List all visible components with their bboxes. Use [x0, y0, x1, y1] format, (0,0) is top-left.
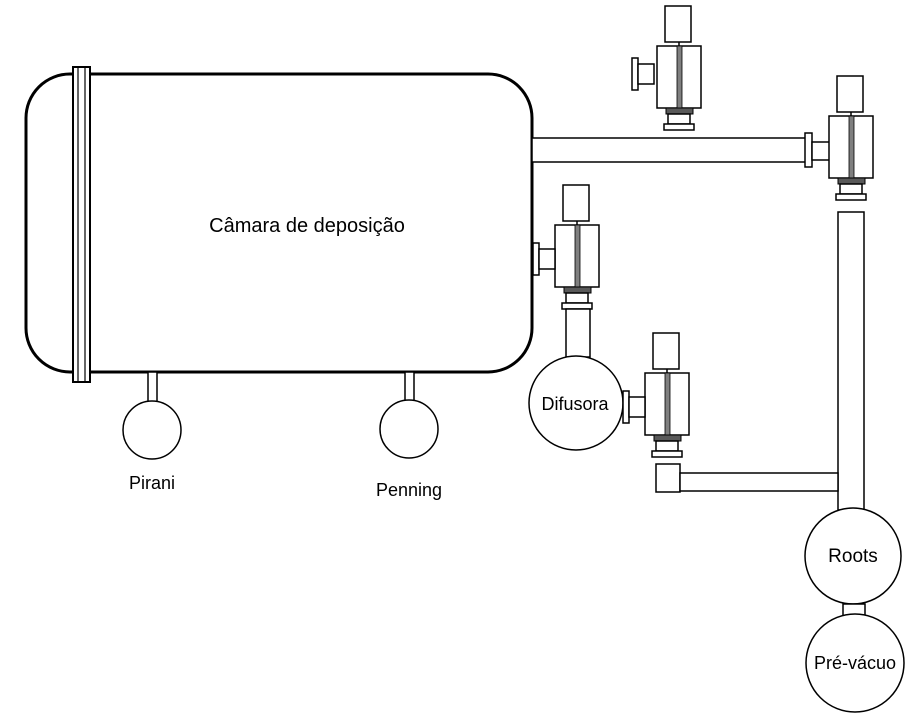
chamber-label: Câmara de deposição [209, 215, 405, 237]
pirani-gauge: Pirani [122, 371, 182, 493]
foreline-gate-valve [622, 332, 690, 458]
roughing-line-gate-valve [631, 5, 702, 131]
chamber-door-flange [72, 66, 91, 383]
penning-label: Penning [376, 480, 442, 500]
roots-pump: Roots [804, 507, 902, 605]
rough-pump-label: Pré-vácuo [814, 653, 896, 673]
roots-gate-valve [828, 75, 874, 201]
roughing-line [531, 132, 865, 511]
high-vacuum-gate-valve [532, 184, 600, 310]
rough-pump: Pré-vácuo [805, 613, 905, 713]
roots-pump-label: Roots [828, 546, 878, 567]
pirani-label: Pirani [129, 473, 175, 493]
diffusion-pump-label: Difusora [541, 394, 609, 414]
diffusion-pump: Difusora [528, 355, 624, 451]
deposition-chamber: Câmara de deposição [24, 66, 534, 383]
foreline-pipe [655, 463, 839, 493]
high-vacuum-pipe [565, 308, 591, 358]
penning-gauge: Penning [376, 371, 442, 500]
